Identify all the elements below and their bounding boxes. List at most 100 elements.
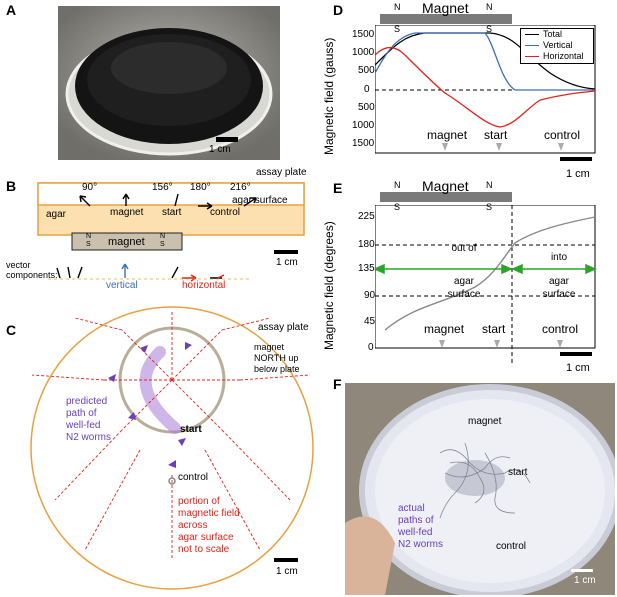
- portion-1: portion of: [178, 496, 220, 507]
- scale-label-f: 1 cm: [574, 575, 596, 586]
- panel-label-d: D: [333, 2, 344, 18]
- pole-n-right-d: N: [486, 2, 493, 12]
- agar-label: agar: [46, 209, 67, 220]
- predicted-1: predicted: [66, 396, 108, 407]
- e-tick-0: 0: [368, 342, 374, 353]
- e-tick-90: 90: [364, 290, 376, 301]
- pole-n-right-b: N: [160, 233, 166, 240]
- vector-label: vector: [6, 260, 31, 270]
- magnet-bar-e: [380, 192, 512, 202]
- horizontal-label: horizontal: [182, 280, 226, 291]
- angle-216: 216°: [230, 182, 251, 193]
- chart-d: [375, 25, 596, 161]
- b-magnet-label: magnet: [110, 207, 144, 218]
- scale-label-a: 1 cm: [209, 144, 231, 155]
- photo-dish-f: [345, 383, 615, 595]
- panel-label-f: F: [333, 376, 342, 392]
- legend-vertical: Vertical: [543, 40, 573, 50]
- scale-bar-a: [216, 137, 238, 142]
- panel-label-c: C: [6, 322, 17, 338]
- d-tick-500-top: 500: [358, 65, 375, 76]
- legend-total: Total: [543, 29, 563, 39]
- pole-s-right-b: S: [160, 241, 165, 248]
- actual-4: N2 worms: [398, 539, 444, 550]
- predicted-2: path of: [66, 408, 97, 419]
- dish-f-svg: [345, 383, 615, 595]
- angle-180: 180°: [190, 182, 211, 193]
- portion-5: not to scale: [178, 544, 230, 555]
- pole-s-right-e: S: [486, 202, 493, 212]
- magnet-title-d: Magnet: [422, 0, 469, 16]
- into-1: into: [550, 252, 568, 263]
- portion-3: across: [178, 520, 208, 531]
- pole-s-left-e: S: [394, 202, 401, 212]
- dish-photo-svg: [58, 6, 280, 160]
- actual-2: paths of: [398, 515, 434, 526]
- ylabel-d: Magnetic field (gauss): [322, 37, 336, 155]
- e-tick-135: 135: [358, 263, 375, 274]
- e-tick-180: 180: [358, 239, 375, 250]
- e-marker-control: control: [542, 322, 579, 336]
- into-3: surface: [542, 289, 576, 300]
- magnet-note-2: NORTH up: [254, 353, 299, 363]
- b-start-label: start: [162, 207, 182, 218]
- scale-label-d: 1 cm: [566, 168, 590, 180]
- pole-s-left-b: S: [86, 241, 91, 248]
- panel-label-e: E: [333, 180, 343, 196]
- scale-label-b: 1 cm: [276, 257, 298, 268]
- pole-n-left-e: N: [394, 180, 401, 190]
- legend-horizontal: Horizontal: [543, 51, 584, 61]
- d-tick-1000-bottom: 1000: [352, 120, 375, 131]
- chart-e: [375, 205, 597, 365]
- components-label: components:: [6, 270, 58, 280]
- pole-n-right-e: N: [486, 180, 493, 190]
- f-start-label: start: [508, 467, 528, 478]
- agar-surface-label: agar surface: [232, 195, 288, 206]
- panel-label-b: B: [6, 178, 17, 194]
- magnet-note-1: magnet: [254, 342, 285, 352]
- b-control-label: control: [210, 207, 241, 218]
- actual-3: well-fed: [398, 527, 433, 538]
- magnet-title-e: Magnet: [422, 178, 469, 194]
- assay-plate-label-c: assay plate: [258, 322, 309, 333]
- portion-2: magnetic field: [178, 508, 240, 519]
- e-marker-magnet: magnet: [424, 322, 465, 336]
- actual-1: actual: [398, 503, 425, 514]
- scale-label-e: 1 cm: [566, 362, 590, 374]
- out-of-1: out of: [451, 243, 477, 254]
- magnet-note-3: below plate: [254, 364, 300, 374]
- pole-n-left-d: N: [394, 2, 401, 12]
- out-of-2: agar: [453, 276, 474, 287]
- f-control-label: control: [496, 541, 527, 552]
- predicted-3: well-fed: [66, 420, 101, 431]
- c-control-label: control: [178, 472, 209, 483]
- d-marker-control: control: [544, 128, 581, 142]
- predicted-4: N2 worms: [66, 432, 112, 443]
- c-start-label: start: [180, 424, 202, 435]
- d-tick-1500-top: 1500: [352, 29, 375, 40]
- e-tick-225: 225: [358, 211, 375, 222]
- assay-plate-label-b: assay plate: [256, 167, 307, 178]
- d-marker-magnet: magnet: [427, 128, 468, 142]
- angle-90: 90°: [82, 182, 98, 193]
- e-tick-45: 45: [364, 316, 376, 327]
- into-2: agar: [548, 276, 569, 287]
- panel-c-diagram: [30, 306, 314, 590]
- d-tick-1000-top: 1000: [352, 47, 375, 58]
- photo-dish-a: [58, 6, 280, 160]
- magnet-bar-d: [380, 14, 512, 24]
- d-tick-0: 0: [364, 84, 370, 95]
- out-of-3: surface: [447, 289, 481, 300]
- legend-d: Total Vertical Horizontal: [520, 28, 594, 64]
- panel-b-diagram: [37, 182, 305, 282]
- d-marker-start: start: [484, 128, 508, 142]
- ylabel-e: Magnetic field (degrees): [322, 221, 336, 350]
- pole-s-left-d: S: [394, 24, 401, 34]
- portion-4: agar surface: [178, 532, 234, 543]
- e-marker-start: start: [482, 322, 506, 336]
- d-tick-1500-bottom: 1500: [352, 138, 375, 149]
- angle-156: 156°: [152, 182, 173, 193]
- scale-label-c: 1 cm: [276, 566, 298, 577]
- magnet-bar-label: magnet: [108, 236, 145, 248]
- d-tick-500-bottom: 500: [358, 102, 375, 113]
